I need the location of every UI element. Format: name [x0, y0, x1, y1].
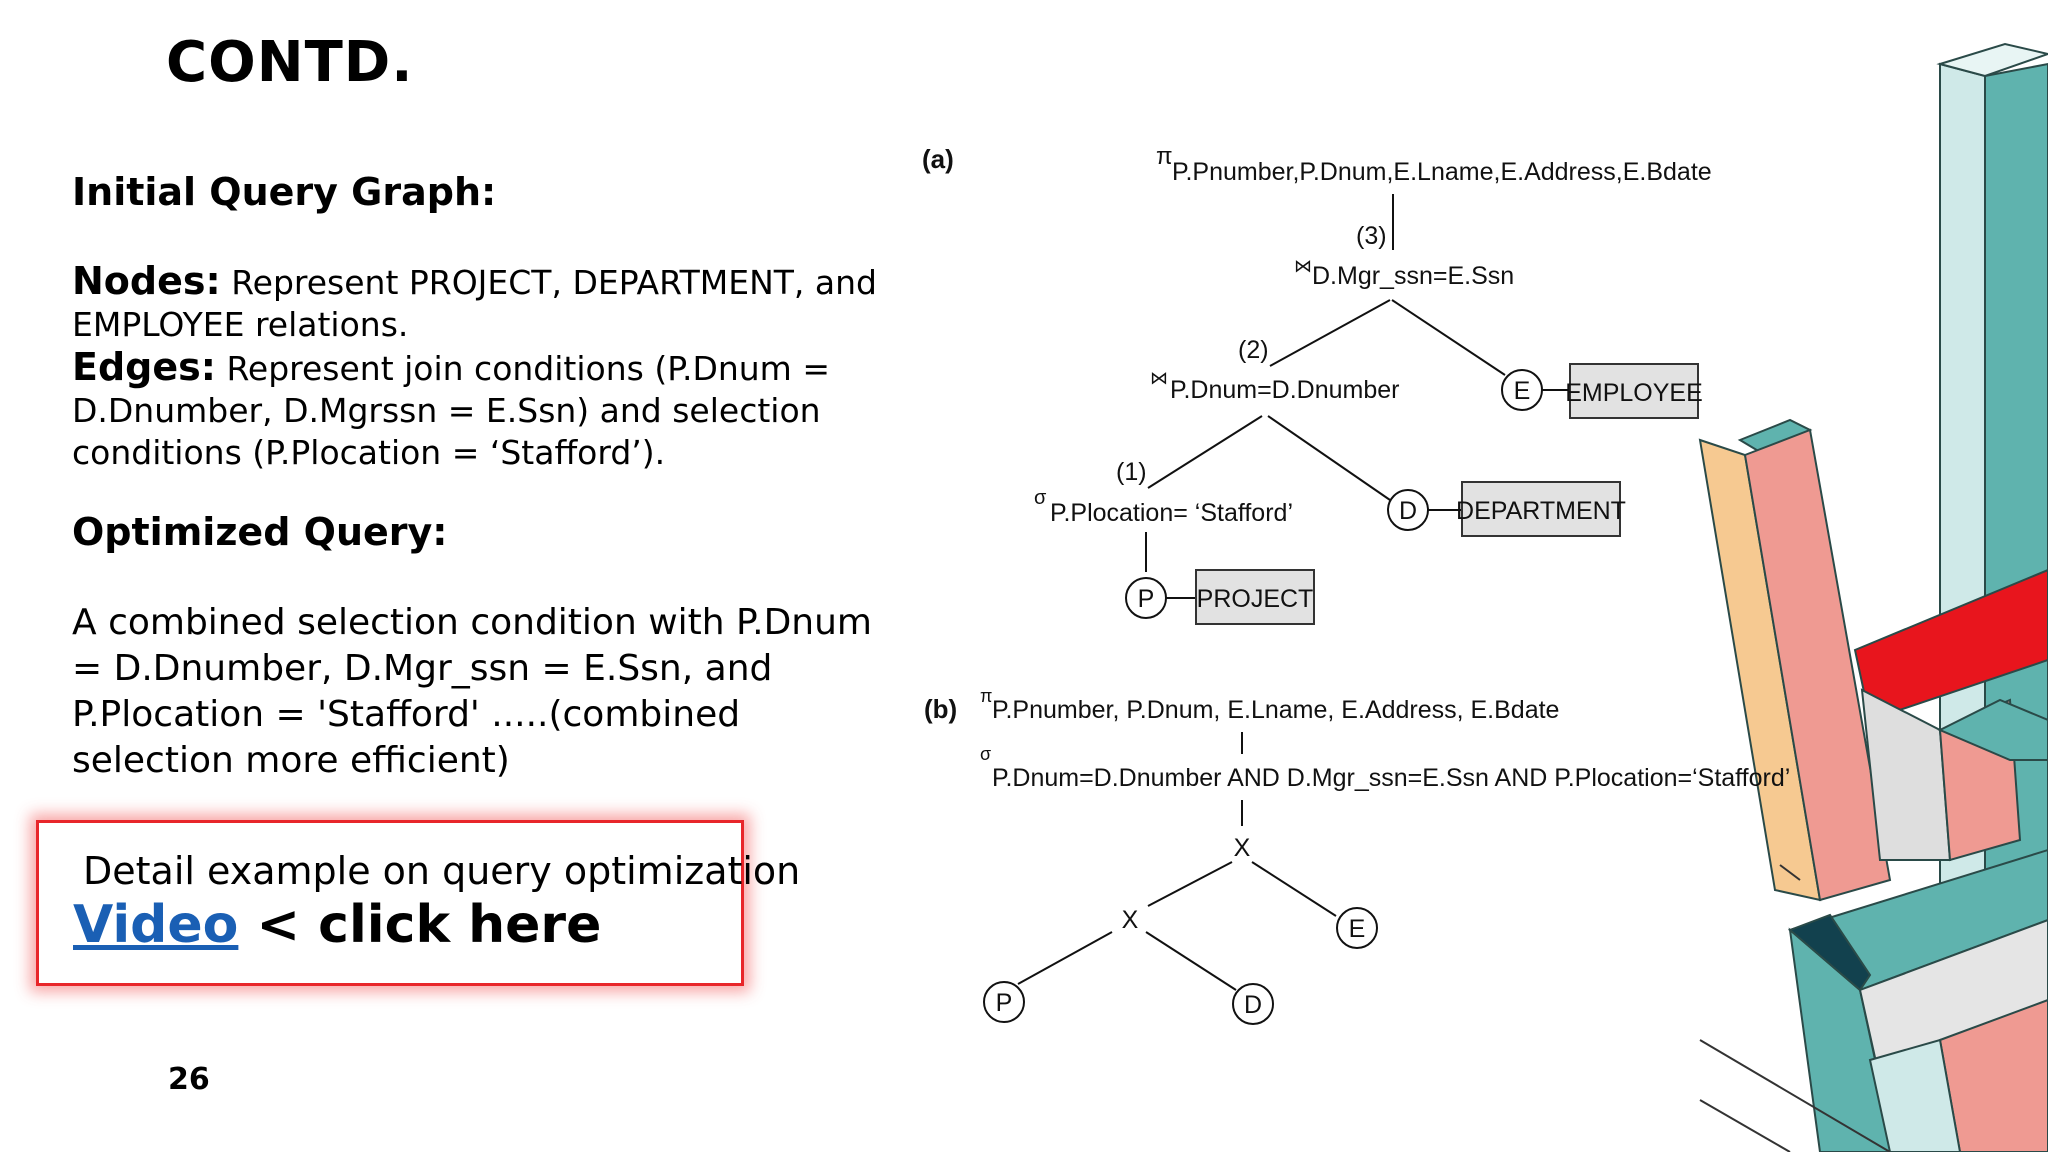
click-here-text: < click here	[238, 895, 602, 955]
node-p-a-label: P	[1138, 585, 1155, 613]
callout-description: Detail example on query optimization	[83, 849, 801, 893]
cross-product-mid: X	[1122, 906, 1139, 934]
node-e-a-label: E	[1514, 377, 1531, 405]
node-e-b	[1336, 907, 1378, 949]
step-3-label: (3)	[1356, 222, 1387, 250]
figure-b-label: (b)	[924, 694, 957, 724]
node-p-b	[983, 981, 1025, 1023]
department-relation-box	[1461, 481, 1621, 537]
left-text-column: Initial Query Graph: Nodes: Represent PR…	[72, 170, 912, 784]
optimized-query-heading: Optimized Query:	[72, 510, 448, 554]
step-1-label: (1)	[1116, 458, 1147, 486]
node-p-b-label: P	[996, 989, 1013, 1017]
projection-a: P.Pnumber,P.Dnum,E.Lname,E.Address,E.Bda…	[1172, 158, 1712, 186]
edges-text: Represent join conditions (P.Dnum = D.Dn…	[72, 349, 830, 472]
figure-a-initial-tree: (a) π P.Pnumber,P.Dnum,E.Lname,E.Address…	[922, 143, 1712, 625]
cross-product-top: X	[1234, 834, 1251, 862]
pi-symbol-b: π	[980, 686, 992, 706]
nodes-label: Nodes:	[72, 259, 221, 303]
figure-b-optimized-tree: (b) π P.Pnumber, P.Dnum, E.Lname, E.Addr…	[924, 686, 1790, 1025]
callout-action: Video < click here	[73, 895, 601, 955]
selection-condition-1: P.Plocation= ‘Stafford’	[1050, 499, 1293, 527]
edges-paragraph: Edges: Represent join conditions (P.Dnum…	[72, 346, 912, 474]
slide-title: CONTD.	[166, 30, 414, 95]
nodes-text: Represent PROJECT, DEPARTMENT, and EMPLO…	[72, 263, 877, 344]
video-link[interactable]: Video	[73, 895, 239, 955]
pi-symbol: π	[1156, 143, 1173, 170]
edges-label: Edges:	[72, 345, 216, 389]
video-callout-box: Detail example on query optimization Vid…	[36, 820, 800, 986]
sigma-symbol-b: σ	[980, 744, 991, 764]
join-condition-2: P.Dnum=D.Dnumber	[1170, 376, 1400, 404]
initial-query-heading: Initial Query Graph:	[72, 170, 497, 214]
join-symbol-2: ⋈	[1150, 368, 1168, 388]
join-symbol-3: ⋈	[1294, 256, 1312, 276]
step-2-label: (2)	[1238, 336, 1269, 364]
project-relation-label: PROJECT	[1197, 585, 1314, 613]
node-d-a-label: D	[1399, 497, 1417, 525]
figure-a-label: (a)	[922, 144, 954, 174]
combined-selection: P.Dnum=D.Dnumber AND D.Mgr_ssn=E.Ssn AND…	[992, 764, 1790, 792]
employee-relation-box	[1569, 363, 1699, 419]
sigma-symbol-a: σ	[1034, 487, 1047, 509]
decorative-3d-blocks	[1698, 42, 2048, 1152]
join-condition-3: D.Mgr_ssn=E.Ssn	[1312, 262, 1514, 290]
node-e-b-label: E	[1349, 915, 1366, 943]
nodes-paragraph: Nodes: Represent PROJECT, DEPARTMENT, an…	[72, 260, 912, 346]
employee-relation-label: EMPLOYEE	[1565, 379, 1703, 407]
projection-b: P.Pnumber, P.Dnum, E.Lname, E.Address, E…	[992, 696, 1559, 724]
node-d-b-label: D	[1244, 991, 1262, 1019]
page-number: 26	[168, 1062, 210, 1097]
node-d-b	[1232, 983, 1274, 1025]
project-relation-box	[1195, 569, 1315, 625]
optimized-text: A combined selection condition with P.Dn…	[72, 602, 872, 781]
department-relation-label: DEPARTMENT	[1456, 497, 1626, 525]
